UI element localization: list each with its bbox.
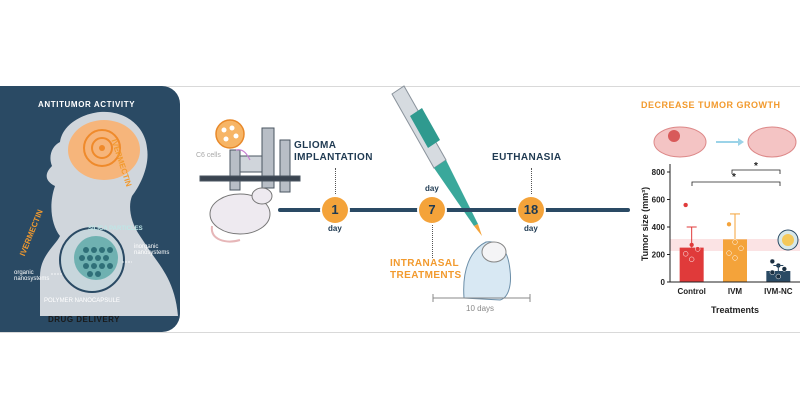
data-point (689, 256, 695, 262)
data-point (683, 251, 689, 257)
significance-star-2: * (754, 161, 758, 172)
silica-particles (79, 247, 113, 277)
duration-bracket (432, 294, 531, 302)
timeline-axis (278, 208, 630, 212)
day-7-marker: 7 (419, 197, 445, 223)
y-tick-label: 800 (652, 168, 666, 177)
x-tick-label: IVM-NC (764, 287, 793, 296)
day-1-caption: day (328, 224, 342, 233)
data-point (726, 250, 732, 256)
x-tick-label: IVM (728, 287, 743, 296)
data-point (781, 266, 787, 272)
data-point (726, 221, 732, 227)
antitumor-panel: ANTITUMOR ACTIVITY IVERMECTIN IVERMECTIN (0, 86, 180, 332)
data-point (732, 255, 738, 261)
right-panel-title: DECREASE TUMOR GROWTH (641, 100, 781, 110)
day-18-marker: 18 (518, 197, 544, 223)
tumor-brain-slice (653, 126, 707, 158)
stereotaxic-frame-icon (199, 127, 301, 193)
drug-delivery-label: DRUG DELIVERY (48, 315, 120, 324)
y-tick-label: 400 (652, 223, 666, 232)
silica-particles-label: SILICA PARTICLES (88, 226, 143, 232)
organic-nanosystems-label: organic nanosystems (14, 270, 50, 282)
y-tick-label: 0 (661, 278, 666, 287)
reduced-brain-slice (747, 126, 797, 158)
brain-target-ring-inner (91, 137, 113, 159)
data-point (769, 258, 775, 265)
intranasal-treatments-label: INTRANASAL TREATMENTS (390, 258, 462, 281)
euthanasia-label: EUTHANASIA (492, 152, 562, 163)
glioma-implantation-label: GLIOMA IMPLANTATION (294, 140, 373, 163)
brain-target-ring (83, 129, 121, 167)
data-point (769, 269, 775, 276)
data-point (732, 239, 738, 245)
bar-ivm (723, 239, 747, 282)
panel-title: ANTITUMOR ACTIVITY (38, 100, 136, 109)
treatment-connector (432, 222, 433, 258)
data-point (683, 202, 689, 208)
brain-target-center (99, 145, 105, 151)
x-tick-label: Control (677, 287, 705, 296)
y-tick-label: 200 (652, 251, 666, 260)
c6-cells-dish-icon (215, 119, 245, 149)
top-rule (0, 86, 800, 87)
day-1-marker: 1 (322, 197, 348, 223)
y-tick-label: 600 (652, 196, 666, 205)
c6-cells-label: C6 cells (196, 152, 221, 159)
day-7-caption: day (425, 184, 439, 193)
bottom-rule (0, 332, 800, 333)
euthanasia-connector (531, 168, 532, 196)
nanocapsule-icon (777, 229, 799, 251)
tumor-mass (668, 130, 680, 142)
inorganic-nanosystems-label: inorganic nanosystems (134, 244, 170, 256)
significance-star-1: * (732, 172, 736, 183)
data-point (775, 273, 781, 280)
brain-slices-illustration (653, 126, 797, 158)
arrow-right-icon (738, 138, 744, 146)
tumor-size-chart: 0 200 400 600 800 Control IVM IVM-NC Tumor siz… (640, 161, 800, 315)
head-silhouette-illustration (40, 111, 178, 317)
day-18-caption: day (524, 224, 538, 233)
significance-brackets (691, 169, 781, 186)
data-point (738, 245, 744, 251)
treatment-rat-illustration (463, 241, 511, 301)
rat-illustration (209, 187, 273, 243)
data-point (695, 246, 701, 252)
polymer-nanocapsule-label: POLYMER NANOCAPSULE (44, 298, 120, 304)
y-axis-title: Tumor size (mm³) (640, 187, 650, 261)
glioma-connector (335, 168, 336, 196)
duration-label: 10 days (466, 304, 495, 313)
x-axis-title: Treatments (711, 305, 759, 315)
